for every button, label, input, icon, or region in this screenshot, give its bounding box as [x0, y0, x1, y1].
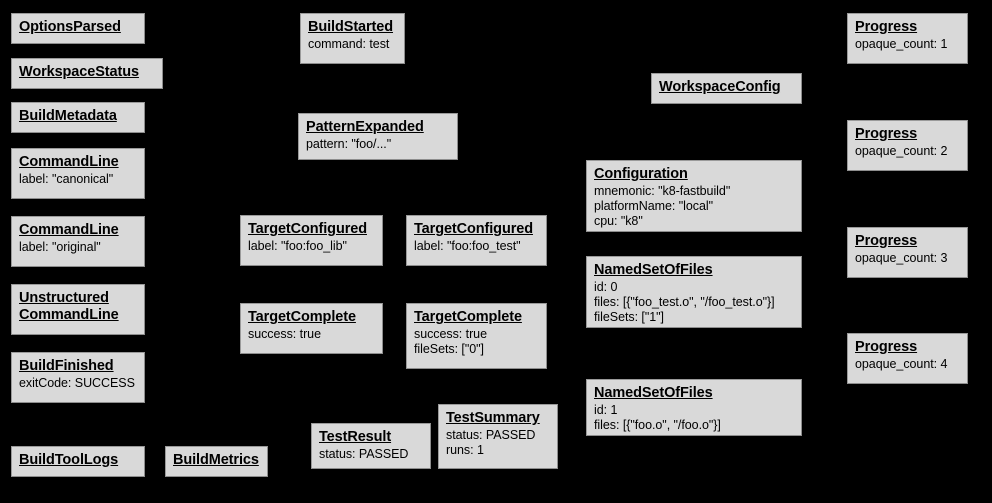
event-node-field: fileSets: ["1"] — [594, 310, 664, 324]
event-node-title: Progress — [855, 233, 918, 249]
event-node-field: label: "original" — [19, 240, 101, 254]
event-node-fields: label: "canonical" — [19, 172, 138, 187]
event-node-title: TestSummary — [446, 410, 540, 426]
event-node-field: mnemonic: "k8-fastbuild" — [594, 184, 731, 198]
event-node-title: BuildMetadata — [19, 108, 117, 124]
event-node-title: CommandLine — [19, 222, 119, 238]
event-node-field: status: PASSED — [446, 428, 536, 442]
event-node-build-tool-logs[interactable]: BuildToolLogs — [11, 446, 145, 477]
event-node-title: BuildFinished — [19, 358, 114, 374]
event-node-build-started[interactable]: BuildStarted command: test — [300, 13, 405, 64]
event-node-target-configured-foo-lib[interactable]: TargetConfigured label: "foo:foo_lib" — [240, 215, 383, 266]
event-node-field: success: true — [248, 327, 321, 341]
event-node-command-line-original[interactable]: CommandLine label: "original" — [11, 216, 145, 267]
event-node-target-complete-lib[interactable]: TargetComplete success: true — [240, 303, 383, 354]
event-node-options-parsed[interactable]: OptionsParsed — [11, 13, 145, 44]
event-node-title: TargetComplete — [248, 309, 356, 325]
event-node-test-result[interactable]: TestResult status: PASSED — [311, 423, 431, 469]
event-node-fields: opaque_count: 4 — [855, 357, 961, 372]
event-node-pattern-expanded[interactable]: PatternExpanded pattern: "foo/..." — [298, 113, 458, 160]
event-node-fields: opaque_count: 1 — [855, 37, 961, 52]
event-node-title: BuildMetrics — [173, 452, 259, 468]
event-node-fields: label: "foo:foo_lib" — [248, 239, 376, 254]
event-node-progress-2[interactable]: Progress opaque_count: 2 — [847, 120, 968, 171]
event-node-field: command: test — [308, 37, 390, 51]
event-node-title: BuildToolLogs — [19, 452, 119, 468]
event-node-fields: command: test — [308, 37, 398, 52]
event-node-field: fileSets: ["0"] — [414, 342, 484, 356]
event-node-field: label: "foo:foo_test" — [414, 239, 521, 253]
event-node-progress-4[interactable]: Progress opaque_count: 4 — [847, 333, 968, 384]
event-node-fields: mnemonic: "k8-fastbuild"platformName: "l… — [594, 184, 795, 229]
event-node-title: Configuration — [594, 166, 688, 182]
event-node-title: TargetComplete — [414, 309, 522, 325]
event-node-title: WorkspaceConfig — [659, 79, 781, 95]
event-node-progress-3[interactable]: Progress opaque_count: 3 — [847, 227, 968, 278]
event-node-title: Progress — [855, 339, 918, 355]
event-node-fields: opaque_count: 3 — [855, 251, 961, 266]
event-node-title: Progress — [855, 126, 918, 142]
event-node-fields: status: PASSED — [319, 447, 424, 462]
event-node-field: cpu: "k8" — [594, 214, 643, 228]
event-node-command-line-canonical[interactable]: CommandLine label: "canonical" — [11, 148, 145, 199]
event-node-title: WorkspaceStatus — [19, 64, 139, 80]
event-node-title: PatternExpanded — [306, 119, 424, 135]
event-node-title: OptionsParsed — [19, 19, 121, 35]
event-node-field: platformName: "local" — [594, 199, 713, 213]
event-node-title: TargetConfigured — [248, 221, 367, 237]
event-node-field: opaque_count: 1 — [855, 37, 948, 51]
event-node-field: pattern: "foo/..." — [306, 137, 392, 151]
event-node-title: NamedSetOfFiles — [594, 385, 713, 401]
event-node-title: NamedSetOfFiles — [594, 262, 713, 278]
event-node-title: TestResult — [319, 429, 392, 445]
event-node-field: runs: 1 — [446, 443, 484, 457]
event-node-title: Unstructured CommandLine — [19, 290, 119, 323]
event-node-fields: exitCode: SUCCESS — [19, 376, 138, 391]
event-node-build-finished[interactable]: BuildFinished exitCode: SUCCESS — [11, 352, 145, 403]
event-node-field: opaque_count: 4 — [855, 357, 948, 371]
event-node-field: opaque_count: 3 — [855, 251, 948, 265]
event-node-build-metadata[interactable]: BuildMetadata — [11, 102, 145, 133]
event-node-field: id: 0 — [594, 280, 618, 294]
event-node-title: Progress — [855, 19, 918, 35]
event-node-target-configured-foo-test[interactable]: TargetConfigured label: "foo:foo_test" — [406, 215, 547, 266]
event-node-fields: label: "foo:foo_test" — [414, 239, 540, 254]
event-node-fields: success: true — [248, 327, 376, 342]
event-node-fields: label: "original" — [19, 240, 138, 255]
event-node-field: status: PASSED — [319, 447, 409, 461]
event-node-field: exitCode: SUCCESS — [19, 376, 135, 390]
event-node-title: CommandLine — [19, 154, 119, 170]
event-node-build-metrics[interactable]: BuildMetrics — [165, 446, 268, 477]
event-node-field: id: 1 — [594, 403, 618, 417]
event-node-field: files: [{"foo_test.o", "/foo_test.o"}] — [594, 295, 775, 309]
event-node-field: files: [{"foo.o", "/foo.o"}] — [594, 418, 721, 432]
event-node-field: opaque_count: 2 — [855, 144, 948, 158]
event-node-workspace-config[interactable]: WorkspaceConfig — [651, 73, 802, 104]
event-node-progress-1[interactable]: Progress opaque_count: 1 — [847, 13, 968, 64]
event-node-unstructured-command-line[interactable]: Unstructured CommandLine — [11, 284, 145, 335]
event-node-title: BuildStarted — [308, 19, 394, 35]
event-node-fields: opaque_count: 2 — [855, 144, 961, 159]
event-node-configuration[interactable]: Configuration mnemonic: "k8-fastbuild"pla… — [586, 160, 802, 232]
event-node-field: label: "canonical" — [19, 172, 114, 186]
event-node-workspace-status[interactable]: WorkspaceStatus — [11, 58, 163, 89]
event-node-fields: pattern: "foo/..." — [306, 137, 451, 152]
event-node-field: label: "foo:foo_lib" — [248, 239, 347, 253]
event-node-title: TargetConfigured — [414, 221, 533, 237]
event-node-field: success: true — [414, 327, 487, 341]
